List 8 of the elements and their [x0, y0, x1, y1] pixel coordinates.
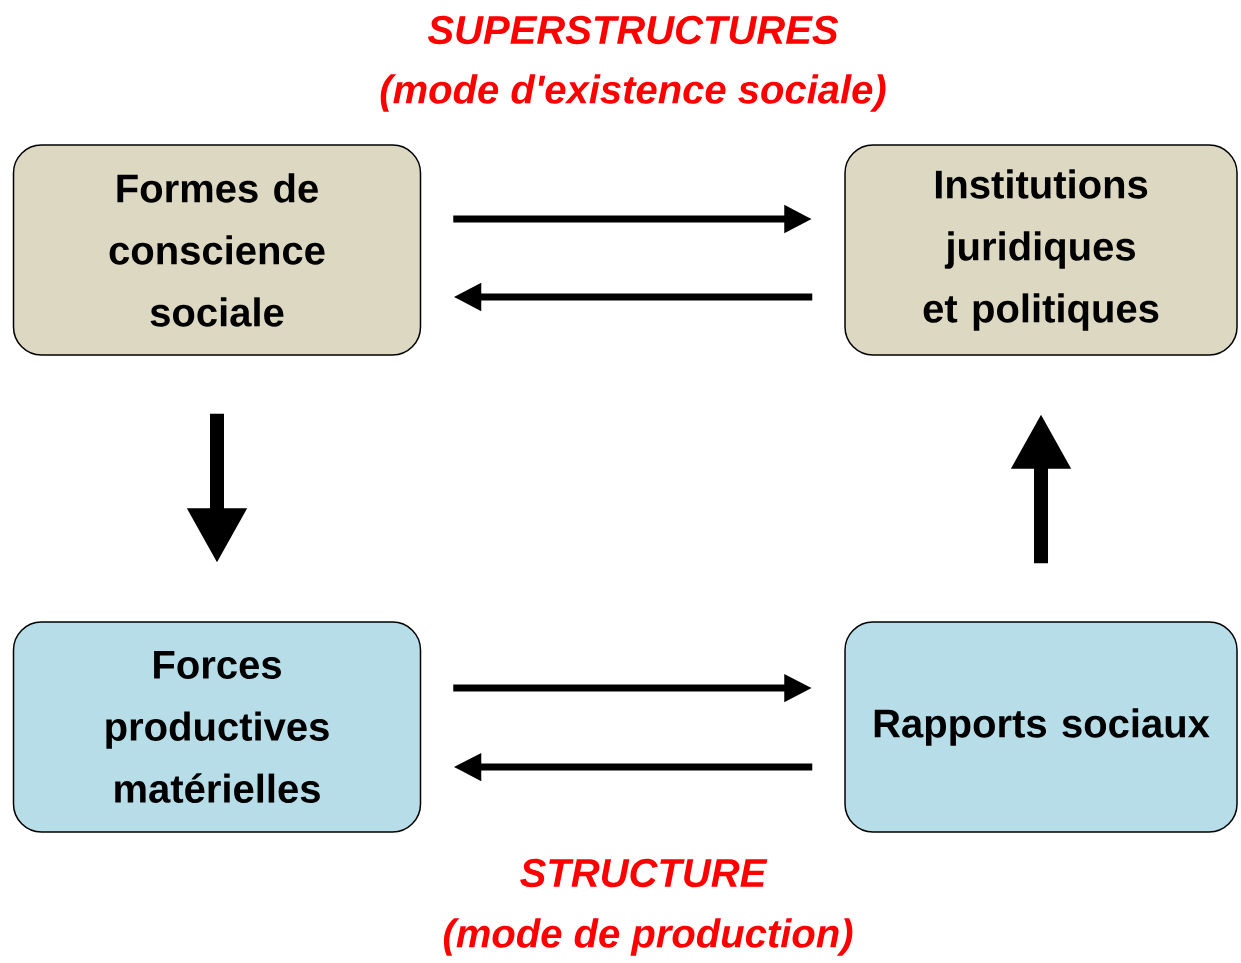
text-box: Forces productives matérielles — [12, 621, 422, 833]
heading-label: (mode d'existence sociale) — [380, 74, 886, 112]
text-box: Rapports sociaux — [844, 621, 1238, 833]
text-box: Institutions juridiques et politiques — [844, 144, 1238, 356]
text-box: Formes de conscience sociale — [12, 144, 422, 356]
heading-label: STRUCTURE — [520, 858, 768, 888]
heading-label: (mode de production) — [443, 918, 853, 956]
heading-label: SUPERSTRUCTURES — [427, 15, 839, 45]
